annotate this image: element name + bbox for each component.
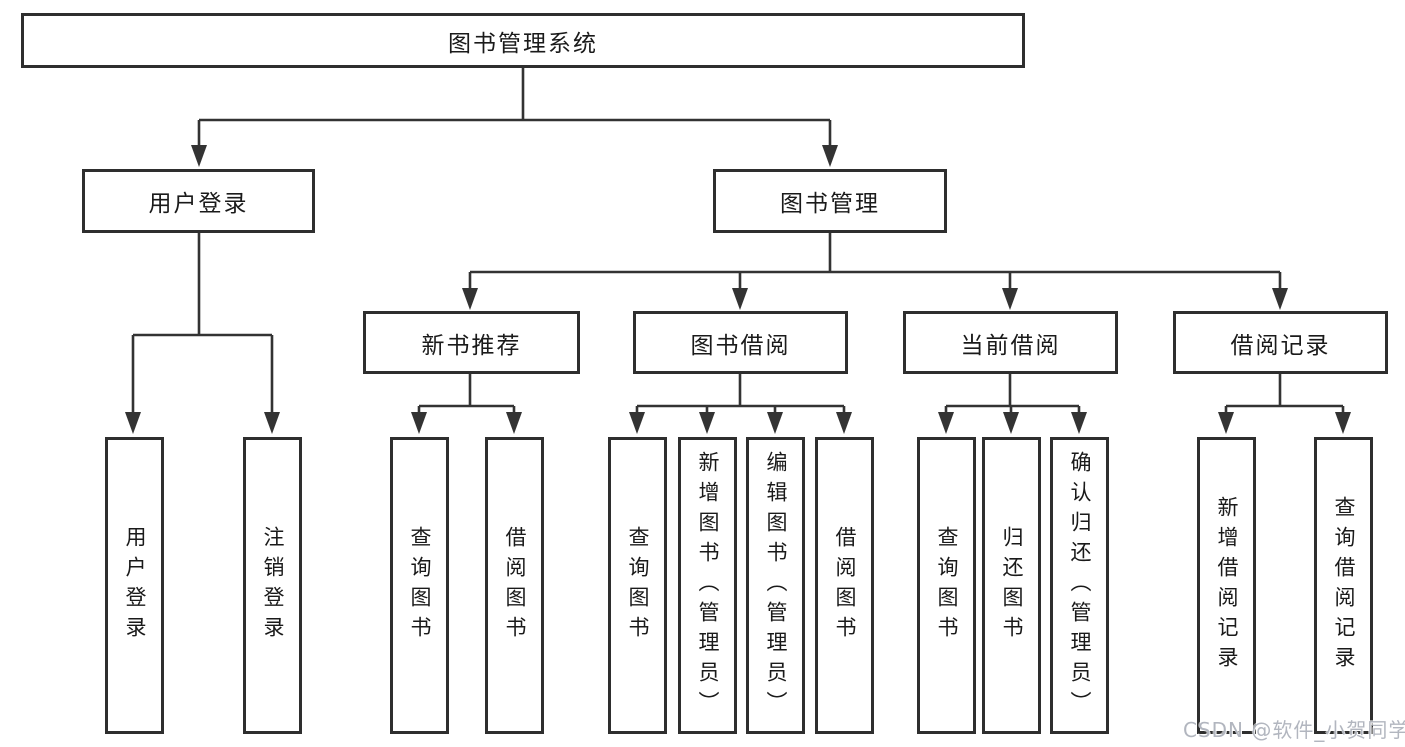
arrowhead bbox=[938, 412, 954, 434]
arrowhead bbox=[411, 412, 427, 434]
arrowhead bbox=[1335, 412, 1351, 434]
arrowhead bbox=[699, 412, 715, 434]
leaf-return-book: 归还图书 bbox=[982, 437, 1041, 734]
connector-root-to-level2 bbox=[191, 66, 838, 167]
node-borrow-records: 借阅记录 bbox=[1173, 311, 1388, 374]
arrowhead bbox=[1272, 288, 1288, 310]
leaf-borrow-book-recommend: 借阅图书 bbox=[485, 437, 544, 734]
connector-borrow-to-leaves bbox=[629, 372, 852, 434]
arrowhead bbox=[462, 288, 478, 310]
leaf-edit-book-admin: 编辑图书（管理员） bbox=[746, 437, 805, 734]
connector-recommend-to-leaves bbox=[411, 372, 522, 434]
arrowhead bbox=[629, 412, 645, 434]
leaf-logout: 注销登录 bbox=[243, 437, 302, 734]
node-user-login: 用户登录 bbox=[82, 169, 315, 233]
arrowhead bbox=[264, 412, 280, 434]
connector-userlogin-to-leaves bbox=[125, 231, 280, 434]
arrowhead bbox=[125, 412, 141, 434]
arrowhead bbox=[1218, 412, 1234, 434]
leaf-borrow-book: 借阅图书 bbox=[815, 437, 874, 734]
leaf-add-borrow-record: 新增借阅记录 bbox=[1197, 437, 1256, 734]
leaf-query-book-borrow: 查询图书 bbox=[608, 437, 667, 734]
arrowhead bbox=[1002, 288, 1018, 310]
arrowhead bbox=[1003, 412, 1019, 434]
node-book-borrow: 图书借阅 bbox=[633, 311, 848, 374]
node-book-management: 图书管理 bbox=[713, 169, 947, 233]
arrowhead bbox=[191, 145, 207, 167]
node-new-book-recommend: 新书推荐 bbox=[363, 311, 580, 374]
leaf-query-book-recommend: 查询图书 bbox=[390, 437, 449, 734]
leaf-query-book-current: 查询图书 bbox=[917, 437, 976, 734]
leaf-confirm-return-admin: 确认归还（管理员） bbox=[1050, 437, 1109, 734]
node-library-system: 图书管理系统 bbox=[21, 13, 1025, 68]
arrowhead bbox=[836, 412, 852, 434]
arrowhead bbox=[506, 412, 522, 434]
connector-bookmgmt-to-level3 bbox=[462, 231, 1288, 310]
leaf-query-borrow-record: 查询借阅记录 bbox=[1314, 437, 1373, 734]
arrowhead bbox=[767, 412, 783, 434]
arrowhead bbox=[822, 145, 838, 167]
leaf-add-book-admin: 新增图书（管理员） bbox=[678, 437, 737, 734]
connector-current-to-leaves bbox=[938, 372, 1087, 434]
node-current-borrow: 当前借阅 bbox=[903, 311, 1118, 374]
arrowhead bbox=[732, 288, 748, 310]
connector-records-to-leaves bbox=[1218, 372, 1351, 434]
watermark-csdn: CSDN @软件_小贺同学 bbox=[1183, 718, 1405, 742]
arrowhead bbox=[1071, 412, 1087, 434]
leaf-user-login: 用户登录 bbox=[105, 437, 164, 734]
